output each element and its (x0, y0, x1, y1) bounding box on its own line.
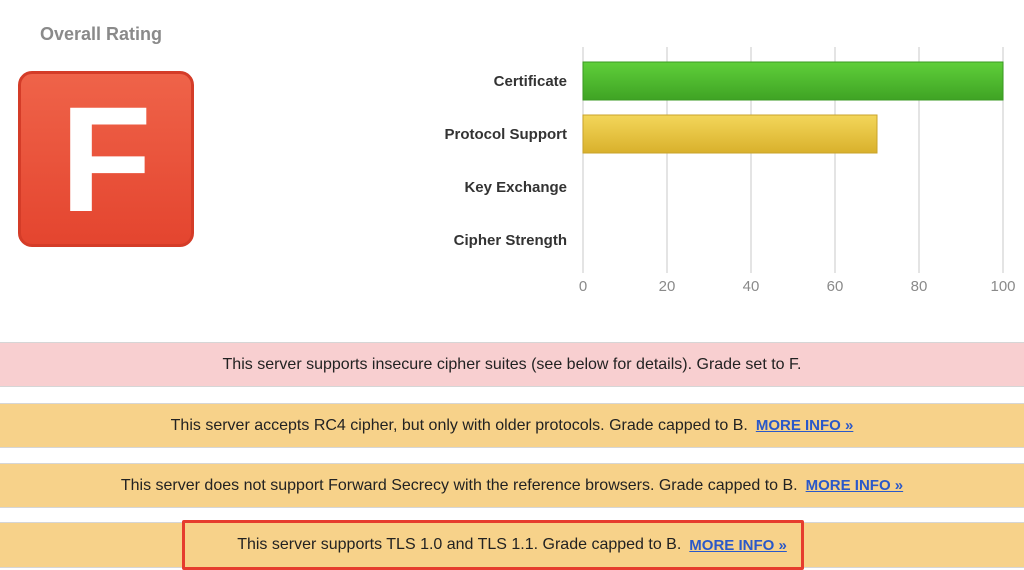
overall-rating-title: Overall Rating (40, 24, 163, 44)
category-label: Protocol Support (445, 126, 568, 143)
x-tick-label: 20 (659, 278, 676, 295)
message-insecure-ciphers: This server supports insecure cipher sui… (0, 342, 1024, 387)
bar-certificate (582, 61, 1004, 101)
category-label: Key Exchange (464, 179, 567, 196)
category-label: Cipher Strength (454, 232, 567, 249)
message-rc4: This server accepts RC4 cipher, but only… (0, 403, 1024, 448)
more-info-link-rc4[interactable]: MORE INFO » (755, 417, 854, 434)
category-label: Certificate (494, 73, 567, 90)
message-text: This server accepts RC4 cipher, but only… (170, 416, 748, 434)
message-tls-versions: This server supports TLS 1.0 and TLS 1.1… (0, 522, 1024, 568)
more-info-link-forward-secrecy[interactable]: MORE INFO » (805, 477, 904, 494)
x-tick-label: 80 (911, 278, 928, 295)
bar-protocol-support (582, 114, 878, 154)
message-text: This server supports TLS 1.0 and TLS 1.1… (237, 536, 682, 553)
x-tick-label: 100 (990, 278, 1015, 295)
message-text: This server supports insecure cipher sui… (222, 355, 802, 373)
grade-letter: F (60, 75, 152, 243)
message-text: This server does not support Forward Sec… (120, 476, 798, 494)
grade-badge: F (18, 71, 194, 247)
message-forward-secrecy: This server does not support Forward Sec… (0, 463, 1024, 508)
x-tick-label: 60 (827, 278, 844, 295)
x-tick-label: 0 (579, 278, 587, 295)
more-info-link-tls[interactable]: MORE INFO » (689, 536, 787, 554)
x-tick-label: 40 (743, 278, 760, 295)
